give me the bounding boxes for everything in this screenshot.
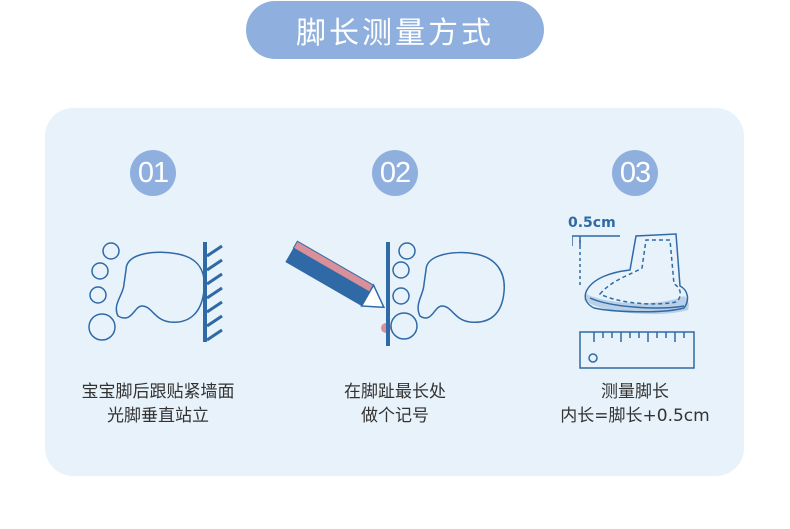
step-1-caption: 宝宝脚后跟贴紧墙面 光脚垂直站立 [81,382,235,426]
step-3-caption: 测量脚长 内长=脚长+0.5cm [560,382,710,426]
step-1-badge: 01 [130,150,176,196]
page-title: 脚长测量方式 [246,1,544,59]
allowance-label: 0.5cm [568,215,616,231]
step-3-badge: 03 [612,150,658,196]
shoe-ruler-icon [572,233,695,369]
foot-against-wall-icon [88,242,223,342]
step-2-badge: 02 [372,150,418,196]
pencil-mark-toe-icon [285,240,505,346]
step-2-caption: 在脚趾最长处 做个记号 [344,382,446,426]
